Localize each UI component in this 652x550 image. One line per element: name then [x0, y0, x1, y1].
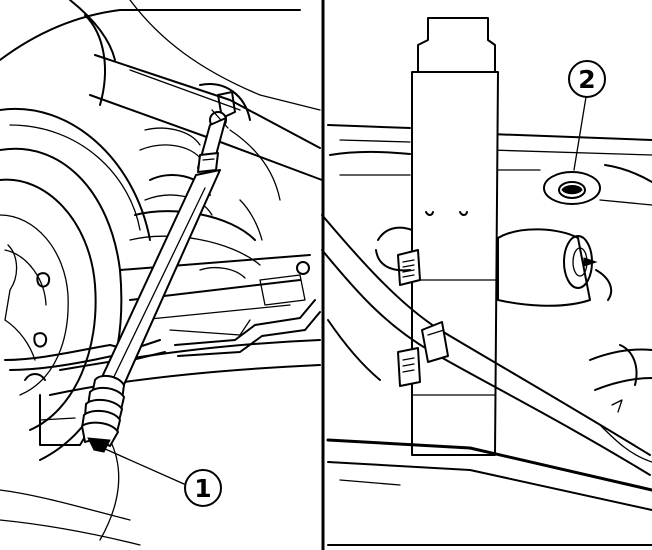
leader-1 — [102, 447, 185, 485]
hoses — [321, 214, 652, 476]
leader-2 — [573, 96, 587, 171]
cylinder — [375, 226, 613, 307]
right-panel: 2 — [321, 17, 652, 546]
shock-lower-boot — [81, 374, 125, 453]
support-column — [397, 17, 499, 456]
callout-2-circle — [568, 60, 606, 98]
mounting-hole — [543, 171, 601, 205]
callout-1: 1 — [194, 474, 211, 503]
callout-1-circle — [184, 469, 222, 507]
shock-absorber — [81, 91, 236, 453]
brake-pipe — [4, 299, 321, 371]
callout-2: 2 — [578, 65, 595, 94]
left-panel: 1 — [0, 0, 323, 546]
